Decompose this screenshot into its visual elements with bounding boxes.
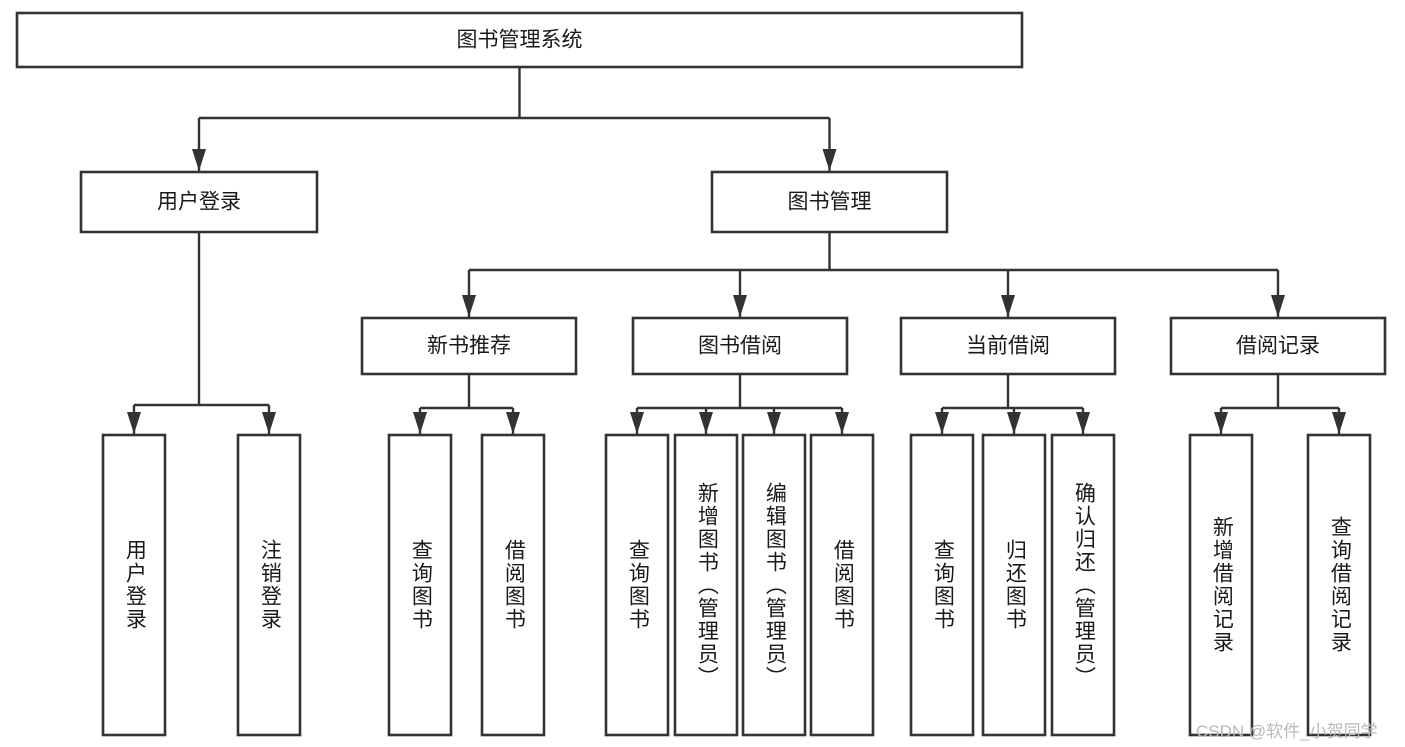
node-box-leaf-borrow-book-recommend[interactable] bbox=[480, 433, 546, 737]
node-box-new-book-recommend[interactable] bbox=[360, 316, 578, 376]
csdn-watermark: CSDN @软件_小贺同学 bbox=[1196, 722, 1378, 741]
arrow-head-icon-leaf-logout bbox=[262, 412, 276, 434]
node-box-leaf-add-record[interactable] bbox=[1188, 433, 1254, 737]
node-box-leaf-confirm-return[interactable] bbox=[1050, 433, 1116, 737]
node-box-leaf-query-book-borrow[interactable] bbox=[604, 433, 670, 737]
arrow-head-icon-borrow-records bbox=[1271, 295, 1285, 317]
node-label-borrow-records: 借阅记录 bbox=[1236, 335, 1320, 358]
node-box-current-borrow[interactable] bbox=[899, 316, 1117, 376]
arrow-head-icon-user-login bbox=[192, 149, 206, 171]
node-box-leaf-edit-book[interactable] bbox=[741, 433, 807, 737]
arrow-head-icon-leaf-query-book-borrow bbox=[630, 412, 644, 434]
arrow-head-icon-book-management bbox=[822, 149, 837, 171]
node-box-leaf-add-book[interactable] bbox=[673, 433, 739, 737]
arrow-head-icon-leaf-edit-book bbox=[767, 412, 781, 434]
node-label-book-management: 图书管理 bbox=[788, 191, 872, 214]
node-box-leaf-user-login[interactable] bbox=[101, 433, 167, 737]
arrow-head-icon-leaf-add-record bbox=[1214, 412, 1228, 434]
node-box-leaf-query-book-recommend[interactable] bbox=[387, 433, 453, 737]
node-box-leaf-query-book-current[interactable] bbox=[909, 433, 975, 737]
node-label-book-borrow: 图书借阅 bbox=[698, 335, 782, 358]
node-box-leaf-return-book[interactable] bbox=[981, 433, 1047, 737]
arrow-head-icon-leaf-borrow-book bbox=[835, 412, 849, 434]
arrow-head-icon-current-borrow bbox=[1001, 295, 1015, 317]
arrow-head-icon-leaf-borrow-book-recommend bbox=[506, 412, 520, 434]
node-box-root[interactable] bbox=[15, 11, 1024, 69]
node-box-leaf-logout[interactable] bbox=[236, 433, 302, 737]
arrow-head-icon-leaf-return-book bbox=[1007, 412, 1021, 434]
arrow-head-icon-leaf-query-book-recommend bbox=[413, 412, 427, 434]
connectors-layer bbox=[127, 67, 1346, 434]
node-label-root: 图书管理系统 bbox=[457, 29, 583, 52]
node-label-current-borrow: 当前借阅 bbox=[966, 335, 1050, 358]
node-label-user-login: 用户登录 bbox=[157, 191, 241, 214]
arrow-head-icon-leaf-add-book bbox=[699, 412, 713, 434]
arrow-head-icon-book-borrow bbox=[733, 295, 747, 317]
node-box-book-borrow[interactable] bbox=[631, 316, 849, 376]
node-box-leaf-query-record[interactable] bbox=[1306, 433, 1372, 737]
arrow-head-icon-leaf-query-record bbox=[1332, 412, 1346, 434]
node-box-user-login[interactable] bbox=[79, 170, 319, 234]
node-box-book-management[interactable] bbox=[710, 170, 949, 234]
arrow-head-icon-leaf-query-book-current bbox=[935, 412, 949, 434]
arrow-head-icon-leaf-confirm-return bbox=[1076, 412, 1090, 434]
node-box-borrow-records[interactable] bbox=[1169, 316, 1387, 376]
boxes-layer bbox=[15, 11, 1387, 737]
node-label-new-book-recommend: 新书推荐 bbox=[427, 335, 511, 358]
arrow-head-icon-leaf-user-login bbox=[127, 412, 141, 434]
node-box-leaf-borrow-book[interactable] bbox=[809, 433, 875, 737]
arrow-head-icon-new-book-recommend bbox=[462, 295, 476, 317]
